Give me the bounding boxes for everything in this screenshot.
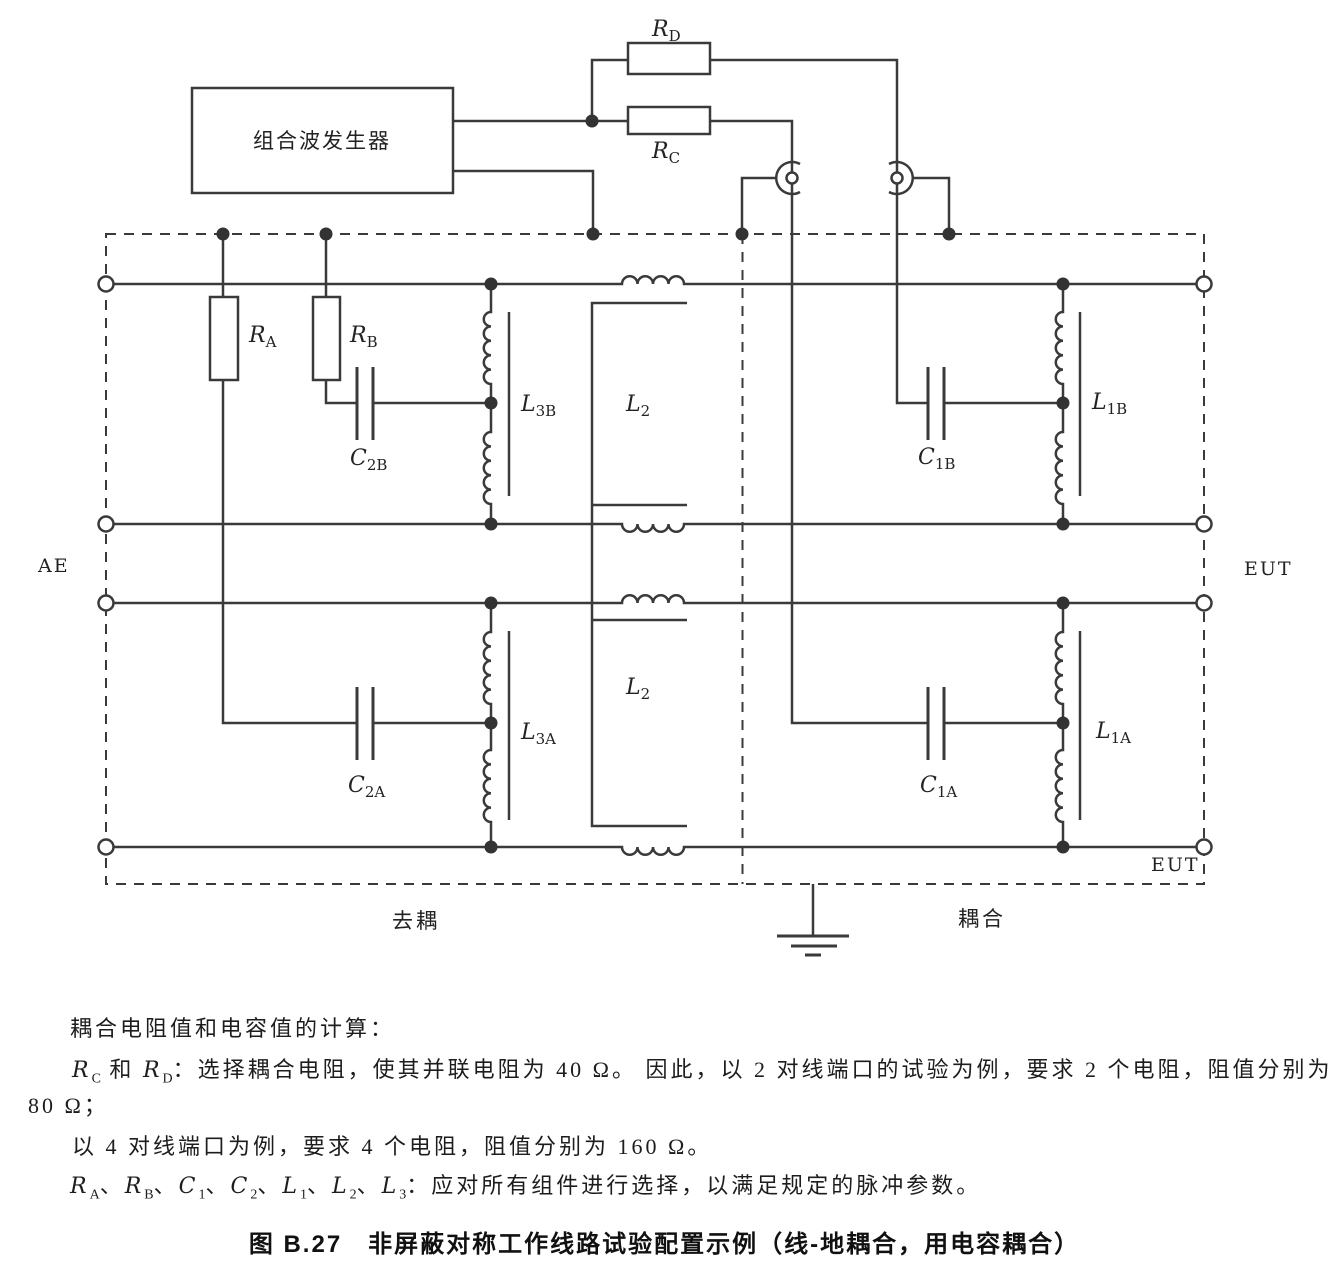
label-l2-bottom: L2 [625,675,650,703]
label-coupling-zone: 耦合 [958,907,1006,931]
label-l2-top: L2 [625,392,650,420]
label-l1a: L1A [1095,719,1131,747]
capacitor-c1a-plates [926,687,946,760]
line4-conductor [106,845,1204,856]
junction-dot [942,227,956,241]
label-ra: RA [248,323,277,351]
junction-dot [319,227,333,241]
terminal-circle [1195,838,1213,856]
label-c1a: C1A [920,773,957,801]
junction-dot [484,396,498,410]
label-eut-mid: EUT [1244,558,1293,580]
boundary-box [105,233,1205,885]
label-l3b: L3B [520,392,556,420]
junction-dot [1056,840,1070,854]
terminals [97,275,1213,856]
junction-dot [1056,396,1070,410]
generator-box [190,86,455,195]
wire-rb-chain [324,234,357,405]
note-calc-title: 耦合电阻值和电容值的计算： [70,1016,396,1041]
generator-label: 组合波发生器 [253,129,391,153]
wire-rd-to-c1b [710,58,928,405]
label-rc: RC [651,139,680,167]
circuit-diagram: 组合波发生器 RD RC RA RB C2B C2A C1B C1A L3B L… [37,17,1293,957]
junction-dot [1056,277,1070,291]
inductors [482,284,1082,847]
network-boundary [105,233,1205,885]
label-rb: RB [349,323,378,351]
right-connector-circle [890,171,904,185]
left-connector-circle [785,171,799,185]
connectors [775,160,914,196]
line3-conductor [106,594,1204,605]
label-c1b: C1B [918,445,955,473]
terminal-circle [97,594,115,612]
capacitors [355,367,946,760]
junction-dot [484,277,498,291]
right-connector-arc [888,160,914,196]
junction-dot [1056,517,1070,531]
note-rc-rd: RC 和 RD：选择耦合电阻，使其并联电阻为 40 Ω。 因此，以 2 对线端口… [72,1057,1329,1087]
wire-ra-chain [221,234,357,725]
capacitor-c2b-plates [355,367,375,440]
terminal-circle [97,275,115,293]
terminal-circle [97,515,115,533]
boxes [190,41,712,382]
label-l3a: L3A [520,720,556,748]
junction-dot [484,716,498,730]
line1-conductor [106,275,1204,286]
capacitor-c2a-plates [355,687,375,760]
capacitor-c1b-plates [926,367,946,440]
junction-dot [484,517,498,531]
junction-dot [484,840,498,854]
line2-conductor [106,522,1204,533]
note-80-ohm: 80 Ω； [28,1093,109,1118]
resistor-rc-body [626,105,712,136]
label-c2b: C2B [350,446,387,474]
label-c2a: C2A [348,773,385,801]
wiring [106,58,1204,856]
wire-left-connector [740,176,776,234]
junction-dot [216,227,230,241]
terminal-circle [1195,594,1213,612]
junction-dot [484,596,498,610]
wire-right-connector [913,176,951,234]
resistor-rb-body [311,295,342,382]
label-l1b: L1B [1091,390,1127,418]
wire-rd-feed [590,58,628,121]
junction-dot [1056,596,1070,610]
label-ae: AE [37,555,70,577]
resistor-ra-body [208,295,240,382]
note-4-ports: 以 4 对线端口为例，要求 4 个电阻，阻值分别为 160 Ω。 [72,1134,713,1159]
junction-dot [585,114,599,128]
junction-dot [1056,716,1070,730]
wire-rc-to-c1a [710,119,928,725]
left-connector-arc [775,160,801,196]
wire-generator-out2 [453,169,595,234]
label-rd: RD [651,17,681,45]
junction-dot [586,227,600,241]
terminal-circle [1195,275,1213,293]
junction-dot [735,227,749,241]
l2-core-bracket [590,301,687,828]
resistor-rd-body [626,41,712,76]
label-decoupling-zone: 去耦 [392,909,440,933]
figure-caption: 图 B.27 非屏蔽对称工作线路试验配置示例（线-地耦合，用电容耦合） [248,1231,1081,1258]
label-eut-bottom: EUT [1151,854,1200,876]
terminal-circle [1195,515,1213,533]
junction-dots [216,114,1070,854]
terminal-circle [97,838,115,856]
ground-symbol [777,884,849,957]
note-component-selection: RA、RB、C1、C2、L1、L2、L3：应对所有组件进行选择，以满足规定的脉冲… [70,1173,982,1203]
